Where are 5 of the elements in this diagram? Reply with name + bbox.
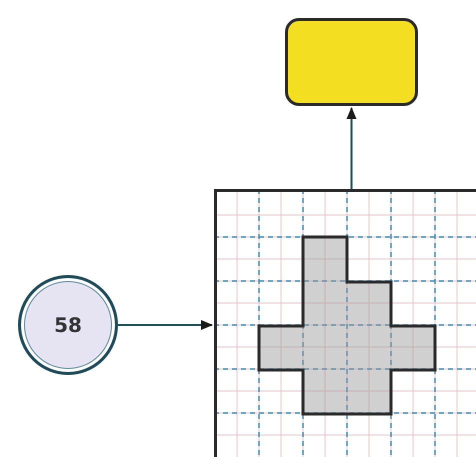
rounded-box (285, 18, 418, 106)
grid-drawing (214, 189, 476, 457)
arrow (118, 320, 213, 330)
arrow (346, 107, 356, 189)
node-label: 58 (54, 313, 82, 337)
